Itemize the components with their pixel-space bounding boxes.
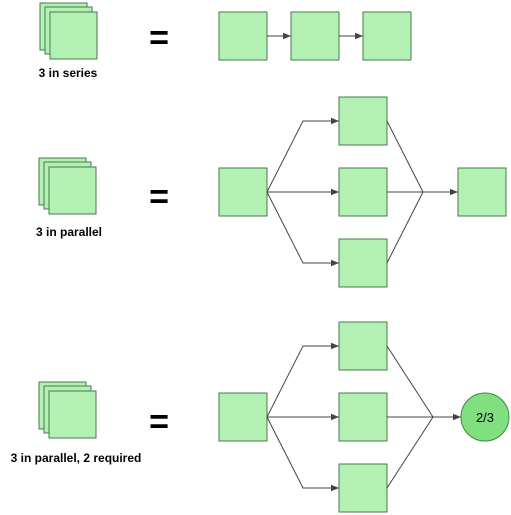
series-block-2 — [290, 11, 340, 61]
merge-line-bottom — [386, 416, 434, 489]
parallel-block-middle — [338, 167, 388, 217]
branch-line-bottom — [266, 416, 339, 492]
section-label: 3 in parallel, 2 required — [11, 451, 142, 465]
parallel-block-bottom — [338, 463, 388, 513]
stacked-blocks-icon — [39, 2, 98, 60]
parallel-block-bottom — [338, 238, 388, 288]
stacked-blocks-icon — [38, 381, 97, 439]
merge-line-top — [386, 345, 434, 418]
vote-node-label: 2/3 — [476, 410, 494, 425]
section-parallel: 3 in parallel = — [36, 96, 507, 288]
equals-sign: = — [149, 19, 169, 57]
parallel-block-top — [338, 96, 388, 146]
branch-line-bottom — [266, 191, 339, 267]
source-block — [218, 392, 268, 442]
section-label: 3 in parallel — [36, 225, 102, 239]
branch-line-top — [266, 342, 339, 418]
equals-sign: = — [149, 178, 169, 216]
source-block — [218, 167, 268, 217]
merge-line-bottom — [386, 191, 424, 264]
sink-block — [457, 167, 507, 217]
section-parallel-2-required: 3 in parallel, 2 required = 2/3 — [11, 321, 510, 513]
series-block-1 — [218, 11, 268, 61]
equals-sign: = — [149, 403, 169, 441]
series-block-3 — [362, 11, 412, 61]
branch-line-top — [266, 117, 339, 193]
stacked-blocks-icon — [38, 157, 97, 215]
section-label: 3 in series — [39, 66, 98, 80]
parallel-block-middle — [338, 392, 388, 442]
parallel-block-top — [338, 321, 388, 371]
merge-line-top — [386, 120, 424, 193]
section-series: 3 in series = — [39, 2, 412, 80]
vote-node — [460, 392, 510, 442]
